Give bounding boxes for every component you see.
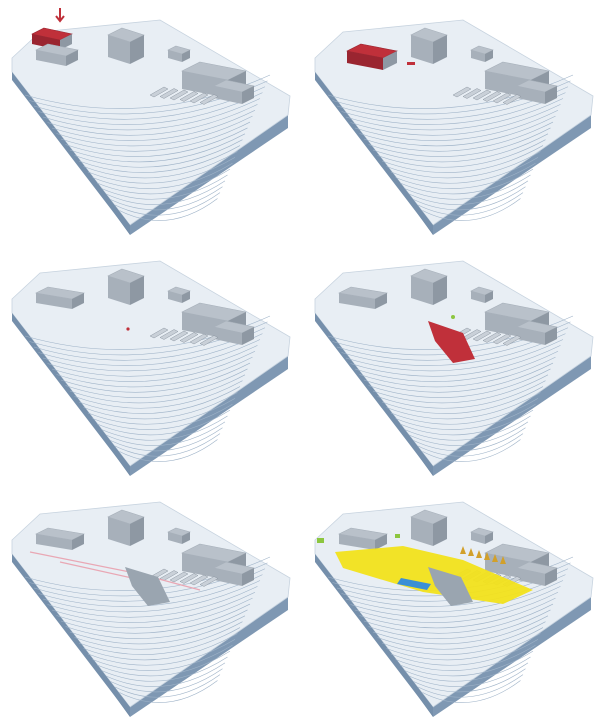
tall-building — [411, 269, 447, 305]
tall-building — [108, 269, 144, 305]
tall-building — [411, 510, 447, 546]
terrain-diagram-stage-2 — [303, 0, 606, 241]
red-arrow — [56, 8, 64, 21]
panel-stage-6 — [303, 482, 606, 723]
panel-stage-1 — [0, 0, 303, 241]
red-point-marker — [126, 327, 129, 330]
green-marker — [451, 315, 455, 319]
tall-building — [411, 28, 447, 64]
green-marker-left — [317, 538, 324, 543]
terrain-diagram-stage-4 — [303, 241, 606, 482]
panel-stage-3 — [0, 241, 303, 482]
panel-stage-4 — [303, 241, 606, 482]
terrain-diagram-stage-3 — [0, 241, 303, 482]
terrain-diagram-stage-5 — [0, 482, 303, 723]
green-marker-top — [395, 534, 400, 538]
red-marker — [407, 62, 415, 65]
terrain-diagram-stage-6 — [303, 482, 606, 723]
tall-building — [108, 510, 144, 546]
terrain-diagram-stage-1 — [0, 0, 303, 241]
tall-building — [108, 28, 144, 64]
panel-stage-2 — [303, 0, 606, 241]
panel-stage-5 — [0, 482, 303, 723]
